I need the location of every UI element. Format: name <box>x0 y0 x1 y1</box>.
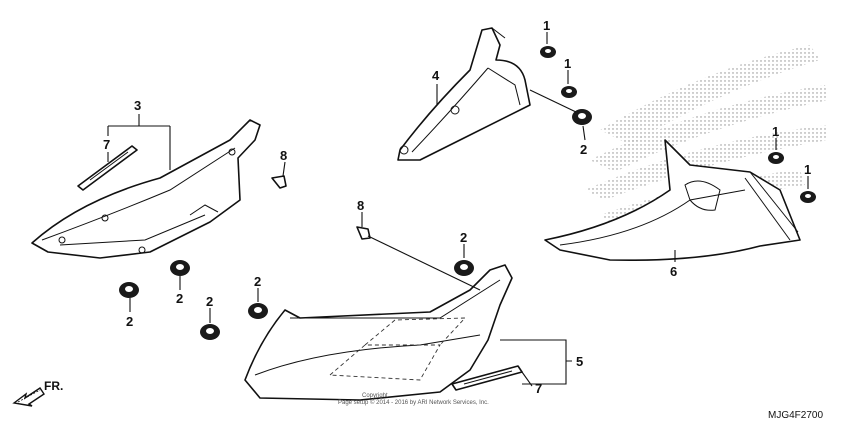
callout-1-c: 1 <box>772 124 779 139</box>
part-7-emblem-upper[interactable] <box>77 145 138 191</box>
callout-4: 4 <box>432 68 440 83</box>
part-4-inner-cover[interactable] <box>397 27 531 161</box>
callout-8-upper: 8 <box>280 148 287 163</box>
part-2-grommet-b[interactable] <box>454 260 474 276</box>
callout-5: 5 <box>576 354 583 369</box>
callout-7-upper: 7 <box>103 137 110 152</box>
copyright-line-1: Copyright <box>362 393 388 399</box>
part-2-grommet-d[interactable] <box>119 282 139 298</box>
part-1-grommet-a[interactable] <box>540 46 556 58</box>
callout-8-lower: 8 <box>357 198 364 213</box>
callout-1-a: 1 <box>543 18 550 33</box>
callout-1-d: 1 <box>804 162 811 177</box>
part-6-side-cover[interactable] <box>544 139 801 262</box>
front-label: FR. <box>44 379 63 393</box>
part-2-grommet-c[interactable] <box>170 260 190 276</box>
callout-2-f: 2 <box>206 294 213 309</box>
front-arrow-icon <box>12 387 45 407</box>
part-1-grommet-c[interactable] <box>768 152 784 164</box>
copyright-line-2: Page setup © 2014 - 2016 by ARI Network … <box>338 399 489 406</box>
part-8-bolt-upper[interactable] <box>271 175 287 189</box>
part-1-grommet-d[interactable] <box>800 191 816 203</box>
callout-1-b: 1 <box>564 56 571 71</box>
part-2-grommet-a[interactable] <box>572 109 592 125</box>
part-2-grommet-e[interactable] <box>248 303 268 319</box>
part-8-bolt-lower[interactable] <box>356 226 371 240</box>
part-5-lower-cover[interactable] <box>244 264 513 401</box>
callout-labels: 1 1 1 1 2 2 2 2 2 2 3 4 5 6 7 7 8 8 <box>103 18 811 396</box>
callout-2-a: 2 <box>580 142 587 157</box>
part-1-grommet-b[interactable] <box>561 86 577 98</box>
diagram-code: MJG4F2700 <box>768 410 823 421</box>
callout-6: 6 <box>670 264 677 279</box>
part-2-grommet-f[interactable] <box>200 324 220 340</box>
leader-lines <box>107 32 809 387</box>
callout-2-b: 2 <box>460 230 467 245</box>
front-direction-indicator: FR. <box>12 379 63 407</box>
callout-3: 3 <box>134 98 141 113</box>
callout-2-e: 2 <box>254 274 261 289</box>
callout-2-c: 2 <box>176 291 183 306</box>
callout-7-lower: 7 <box>535 381 542 396</box>
callout-2-d: 2 <box>126 314 133 329</box>
part-3-side-cover[interactable] <box>31 119 261 259</box>
